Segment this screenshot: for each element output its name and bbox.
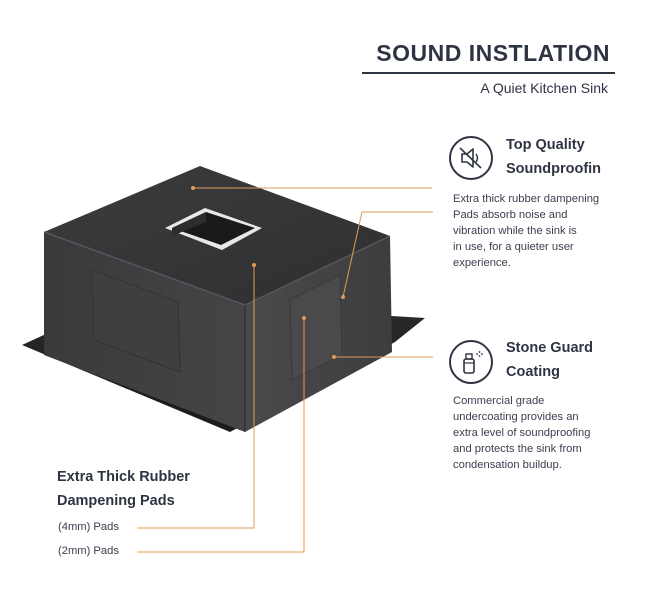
pads-title: Extra Thick Rubber Dampening Pads bbox=[57, 469, 190, 509]
feature-description-soundproofing: Extra thick rubber dampening Pads absorb… bbox=[453, 193, 600, 269]
pad-label-2mm: (2mm) Pads bbox=[58, 545, 119, 557]
muted-speaker-icon bbox=[449, 136, 493, 180]
spray-can-icon bbox=[449, 340, 493, 384]
feature-title-soundproofing: Top Quality Soundproofin bbox=[506, 137, 602, 177]
title-divider bbox=[362, 72, 615, 74]
feature-description-stone-guard: Commercial grade undercoating provides a… bbox=[453, 395, 591, 471]
pad-panel-front bbox=[91, 269, 181, 373]
leader-lines bbox=[137, 187, 433, 553]
page-title: SOUND INSTLATION bbox=[376, 40, 610, 66]
feature-title-stone-guard: Stone Guard Coating bbox=[506, 340, 594, 380]
pad-label-4mm: (4mm) Pads bbox=[58, 521, 119, 533]
page-subtitle: A Quiet Kitchen Sink bbox=[480, 80, 608, 96]
pad-panel-side bbox=[289, 274, 343, 381]
